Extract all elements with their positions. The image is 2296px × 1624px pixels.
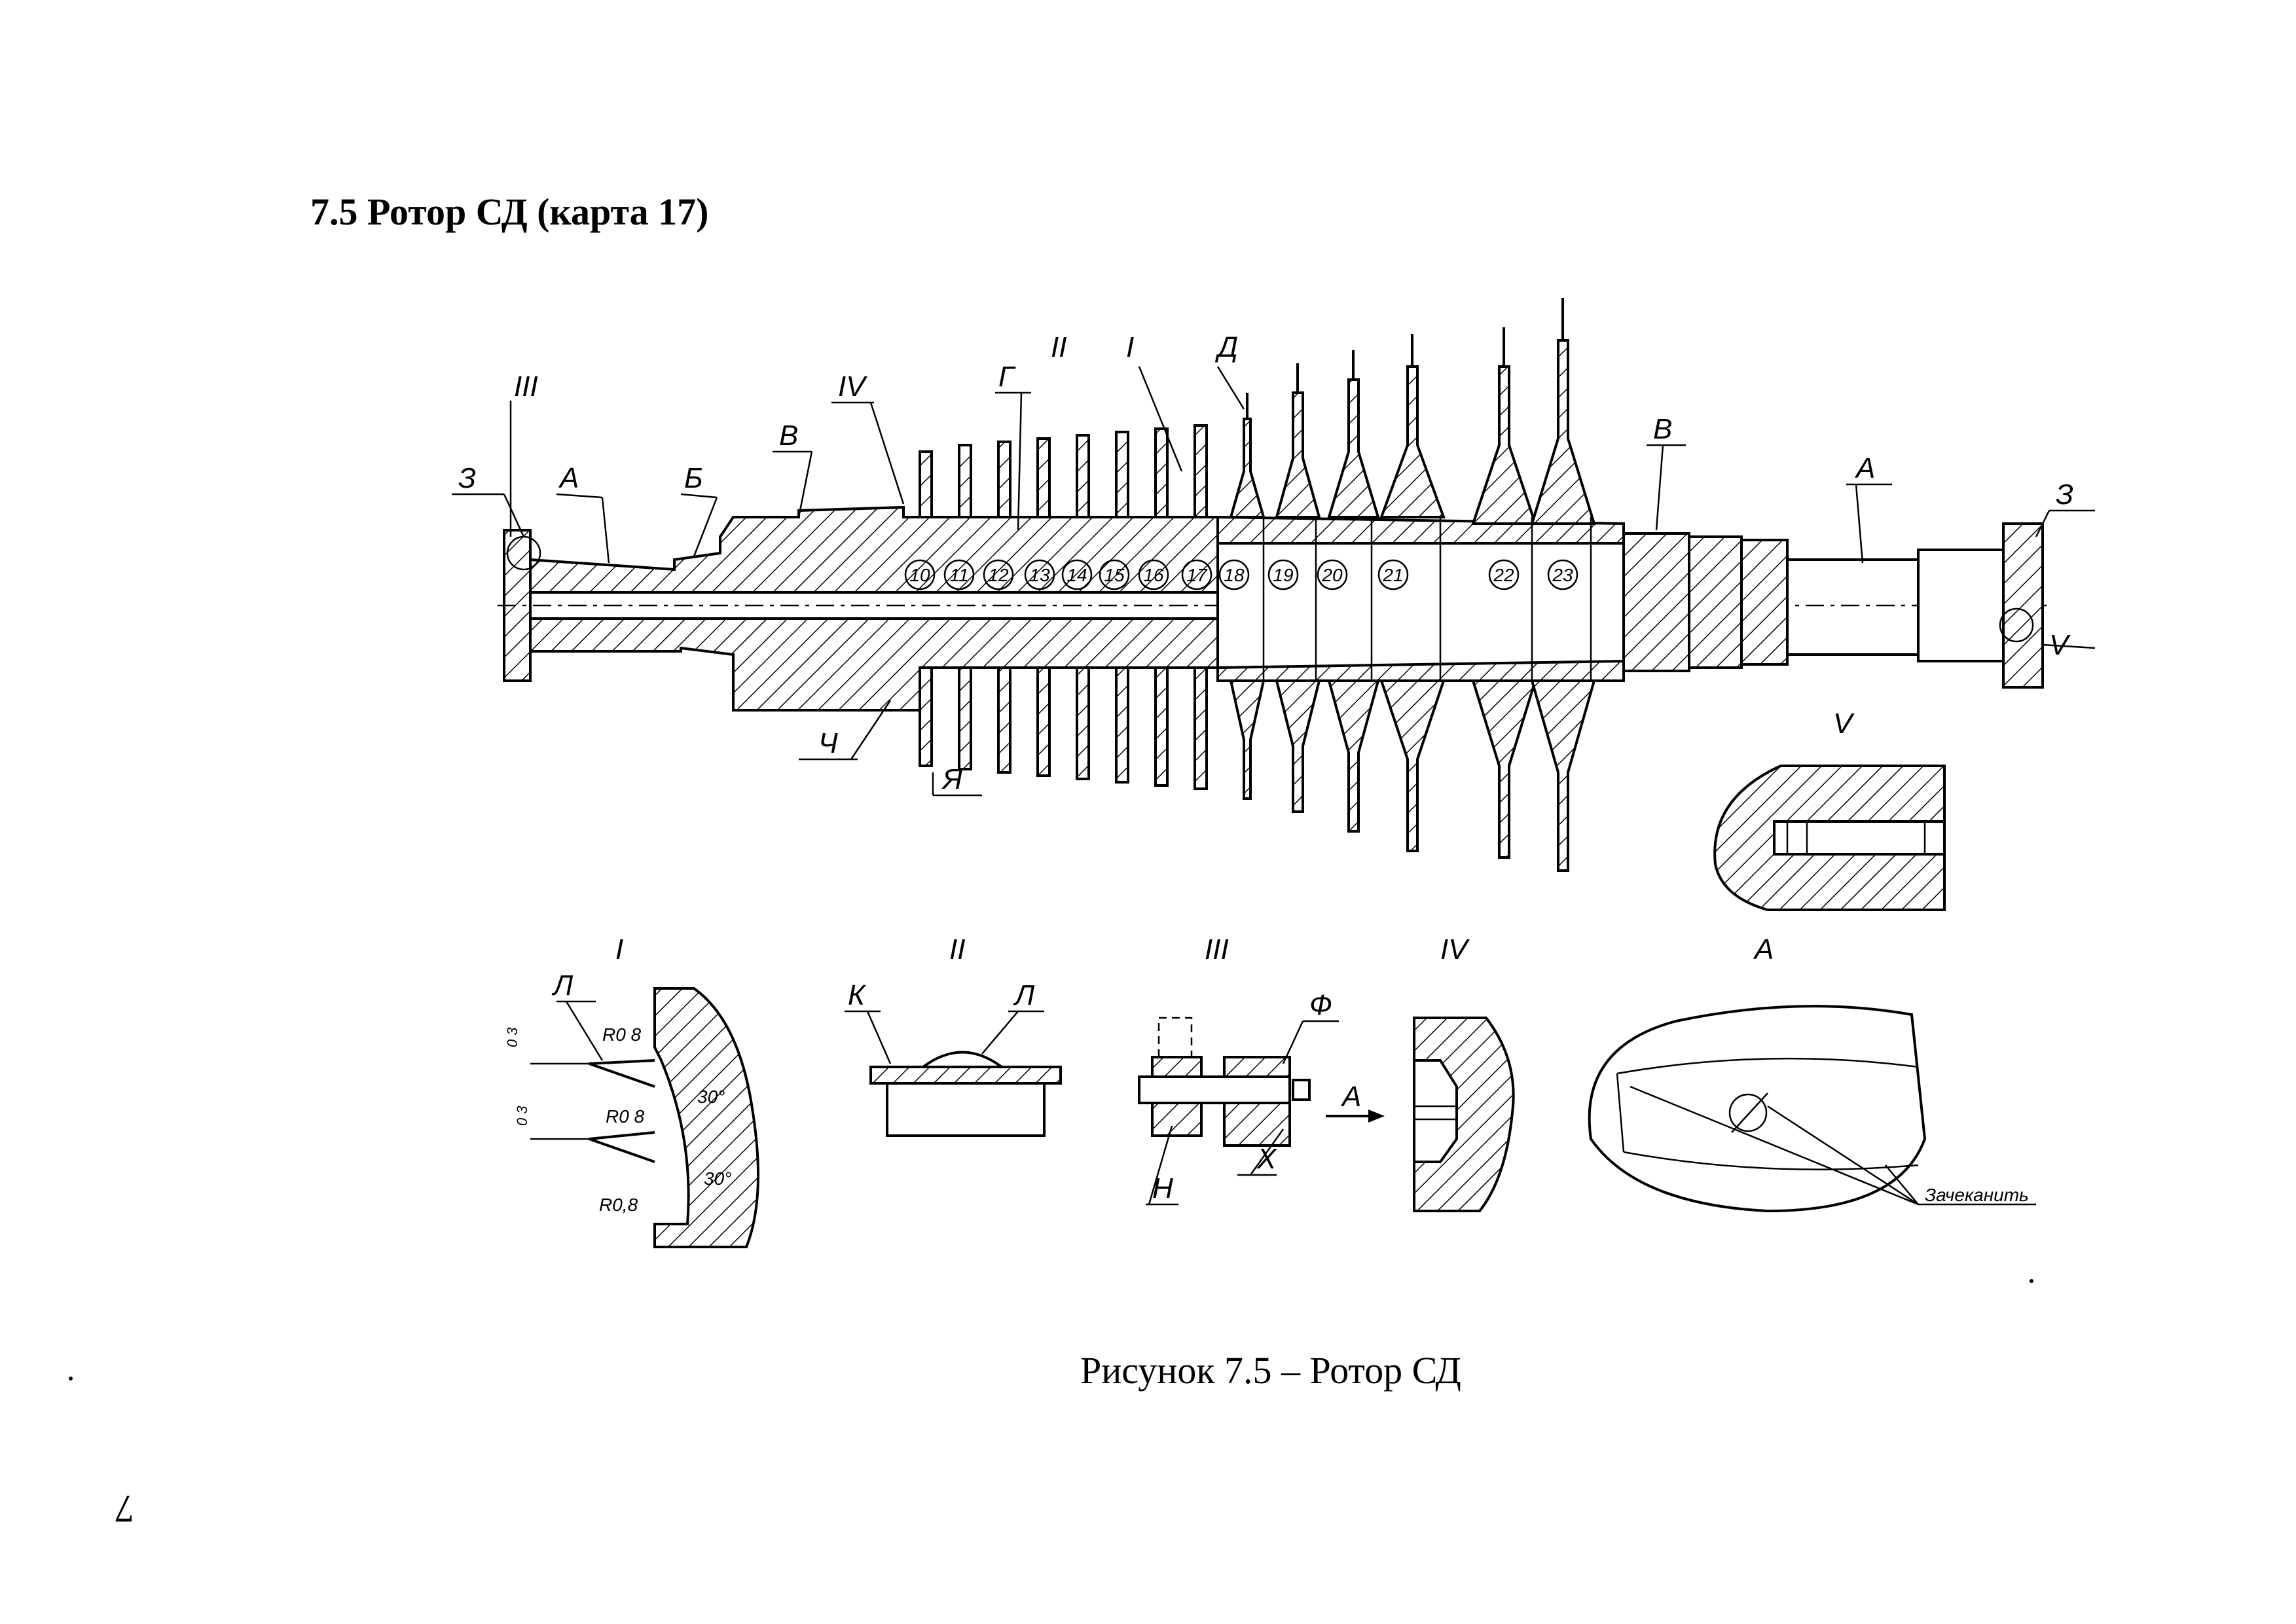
stage-number: 22 [1493,565,1514,585]
callout-v-right: В [1653,413,1672,445]
lower-discs [919,666,1208,790]
detail-i-a1: 30° [697,1087,725,1107]
callout-a-right: А [1854,452,1875,484]
callout-d: Д [1214,331,1238,363]
detail-a-note: Зачеканить [1925,1185,2029,1205]
detail-i-title: I [615,933,623,965]
detail-i-r3: R0,8 [599,1195,638,1215]
detail-iii-a: А [1340,1081,1361,1113]
stage-number: 23 [1552,565,1573,585]
detail-iii-x: Х [1256,1143,1277,1175]
detail-iii-n: Н [1152,1172,1173,1204]
stage-number: 20 [1321,565,1343,585]
large-discs-upper [1229,298,1596,525]
stage-number: 18 [1224,565,1245,585]
stage-number: 19 [1273,565,1293,585]
stage-number: 10 [909,565,930,585]
detail-i-r2: R0 8 [606,1106,645,1127]
detail-ii: II К Л [845,933,1062,1137]
detail-i-l: Л [551,969,574,1001]
detail-i: I Л R0 8 R0 8 R0,8 30° 30° 0 3 0 3 [504,933,759,1248]
page-number: 7 [115,1487,134,1530]
detail-iii-title: III [1205,933,1229,965]
detail-iii: III Ф А Н Х [1138,933,1385,1206]
stage-number: 12 [988,565,1009,585]
callout-ch: Ч [818,727,838,759]
callout-v-view: V [2049,629,2071,661]
callout-a-left: А [558,462,579,494]
detail-v-title: V [1833,708,1855,740]
callout-i: I [1126,331,1134,363]
stage-numbers: 10 11 12 13 14 15 16 17 18 19 20 21 22 2… [904,559,1578,590]
detail-v: V [1713,708,1946,911]
callout-z-left: З [458,462,476,494]
detail-iv: IV [1413,933,1515,1212]
callout-iv: IV [838,370,867,403]
upper-discs [919,424,1208,518]
stage-number: 21 [1382,565,1403,585]
detail-iii-f: Ф [1309,989,1332,1021]
callout-ya: Я [941,763,963,795]
stage-number: 14 [1066,565,1087,585]
detail-i-d1: 0 3 [504,1027,520,1047]
main-rotor [452,298,2096,872]
stage-number: 13 [1029,565,1050,585]
figure-caption: Рисунок 7.5 – Ротор СД [1080,1349,1461,1392]
large-discs-lower [1229,679,1596,872]
detail-iv-title: IV [1440,933,1470,965]
detail-i-d2: 0 3 [514,1106,530,1126]
detail-i-r1: R0 8 [602,1024,642,1045]
stage-number: 15 [1104,565,1125,585]
detail-a: А Зачеканить [1588,933,2036,1213]
callout-ii: II [1051,331,1066,363]
callout-g: Г [998,361,1016,393]
detail-ii-k: К [848,979,866,1011]
detail-i-a2: 30° [704,1168,731,1189]
stage-number: 11 [949,565,968,585]
callout-b: Б [684,462,703,494]
callout-v-left: В [779,420,798,452]
callout-iii: III [514,370,538,403]
stage-number: 16 [1143,565,1164,585]
section-heading: 7.5 Ротор СД (карта 17) [310,190,709,233]
stage-number: 17 [1186,565,1208,585]
detail-ii-l: Л [1013,979,1035,1011]
callout-z-right: З [2056,478,2073,511]
detail-ii-title: II [949,933,965,965]
detail-a-title: А [1753,933,1774,965]
